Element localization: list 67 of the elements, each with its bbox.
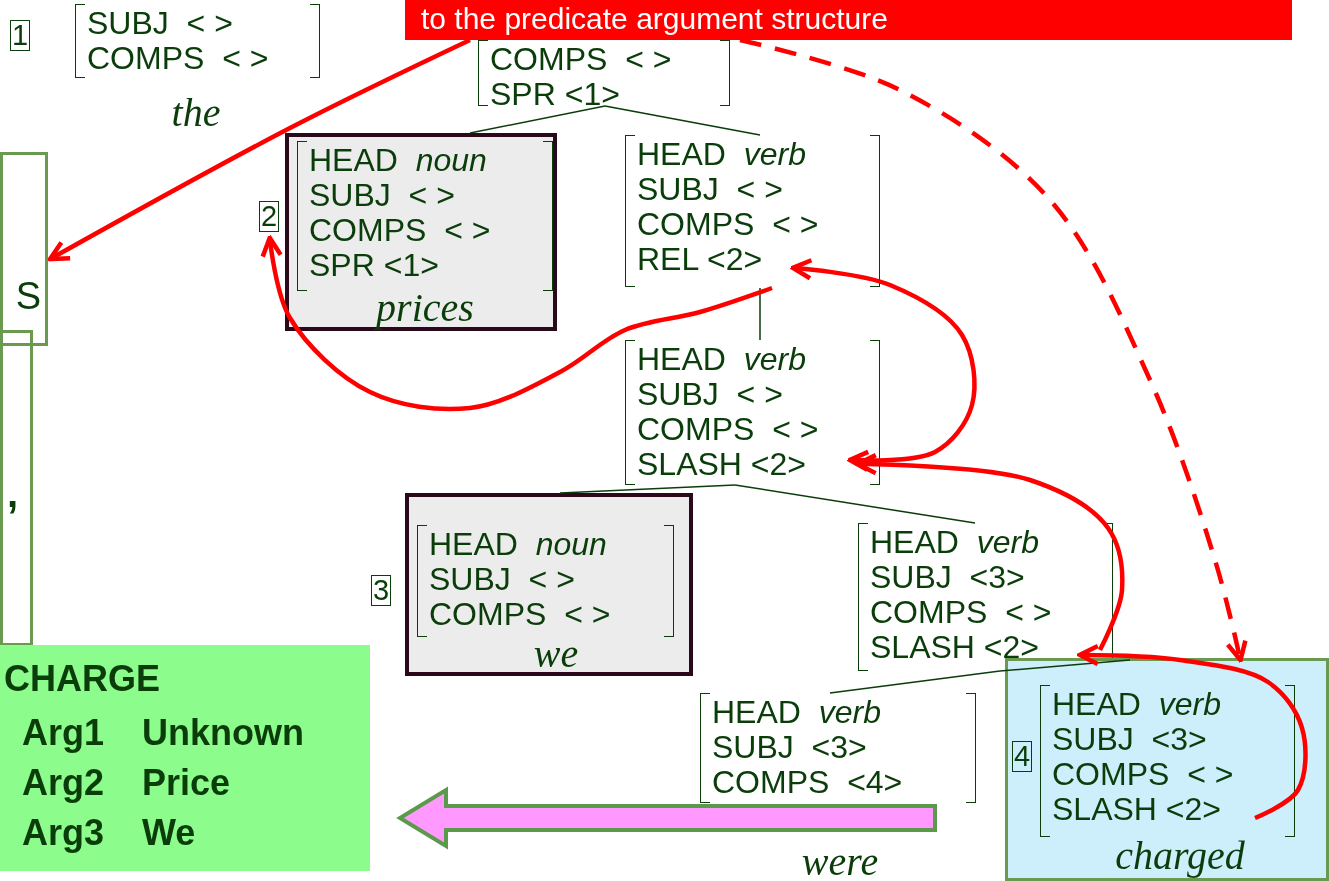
block-arrow bbox=[396, 786, 937, 850]
predicate-label: CHARGE bbox=[4, 659, 160, 699]
index-tag: 2 bbox=[259, 201, 280, 232]
feature-row: SUBJ <3> bbox=[1052, 722, 1207, 757]
tree-line bbox=[759, 287, 761, 341]
feature-row: HEAD verb bbox=[1052, 687, 1221, 722]
feature-row: SUBJ < > bbox=[87, 6, 233, 41]
arrow bbox=[855, 452, 1125, 651]
tree-line bbox=[559, 484, 736, 494]
feature-row: SUBJ < > bbox=[637, 172, 783, 207]
feature-row: SUBJ <3> bbox=[870, 560, 1025, 595]
feature-row: REL <2> bbox=[637, 242, 763, 277]
feature-row: SPR <1> bbox=[490, 77, 620, 112]
feature-row: SLASH <2> bbox=[870, 630, 1039, 665]
feature-structure bbox=[478, 40, 730, 106]
word-label: the bbox=[171, 92, 221, 134]
panel-text: S bbox=[15, 277, 41, 315]
feature-structure-box bbox=[1005, 658, 1329, 881]
argument-row: Arg3 We bbox=[22, 813, 196, 853]
arrow bbox=[1077, 643, 1308, 821]
feature-row: COMPS < > bbox=[637, 412, 819, 447]
feature-row: SUBJ < > bbox=[637, 377, 783, 412]
feature-row: HEAD noun bbox=[429, 527, 607, 562]
index-tag: 4 bbox=[1012, 741, 1033, 772]
word-label: were bbox=[801, 841, 879, 881]
feature-row: COMPS < > bbox=[1052, 757, 1234, 792]
feature-row: HEAD noun bbox=[309, 143, 487, 178]
panel-text: , bbox=[7, 473, 19, 513]
word-label: charged bbox=[1115, 835, 1245, 877]
argument-row: Arg1 Unknown bbox=[22, 713, 304, 753]
tree-line bbox=[999, 659, 1131, 672]
arrow bbox=[790, 258, 977, 472]
feature-row: COMPS < > bbox=[870, 595, 1052, 630]
feature-row: COMPS < > bbox=[87, 41, 269, 76]
tree-line bbox=[604, 105, 761, 136]
feature-row: SLASH <2> bbox=[637, 447, 806, 482]
feature-row: HEAD verb bbox=[870, 525, 1039, 560]
feature-row: HEAD verb bbox=[637, 137, 806, 172]
argument-row: Arg2 Price bbox=[22, 763, 231, 803]
banner-text: to the predicate argument structure bbox=[421, 1, 888, 37]
feature-row: SUBJ < > bbox=[309, 178, 455, 213]
feature-structure bbox=[625, 340, 880, 485]
tree-line bbox=[469, 105, 606, 134]
feature-row: SLASH <2> bbox=[1052, 792, 1221, 827]
feature-row: SUBJ <3> bbox=[712, 730, 867, 765]
feature-row: COMPS < > bbox=[637, 207, 819, 242]
index-tag: 3 bbox=[371, 575, 392, 606]
feature-row: COMPS <4> bbox=[712, 765, 903, 800]
feature-row: SUBJ < > bbox=[429, 562, 575, 597]
index-tag: 1 bbox=[10, 20, 31, 51]
feature-row: COMPS < > bbox=[490, 42, 672, 77]
arrow bbox=[47, 37, 471, 262]
tree-line bbox=[829, 670, 1001, 694]
banner bbox=[405, 0, 1292, 40]
text-panel bbox=[0, 152, 48, 346]
text-panel bbox=[0, 330, 33, 646]
feature-row: HEAD verb bbox=[712, 695, 881, 730]
feature-row: SPR <1> bbox=[309, 248, 439, 283]
tree-line bbox=[734, 484, 976, 524]
feature-row: COMPS < > bbox=[429, 597, 611, 632]
feature-structure bbox=[625, 133, 880, 288]
feature-row: COMPS < > bbox=[309, 213, 491, 248]
arrow bbox=[739, 37, 1248, 663]
arrow bbox=[260, 235, 773, 412]
word-label: we bbox=[533, 633, 579, 675]
predicate-argument-box bbox=[0, 645, 370, 871]
feature-row: HEAD verb bbox=[637, 342, 806, 377]
